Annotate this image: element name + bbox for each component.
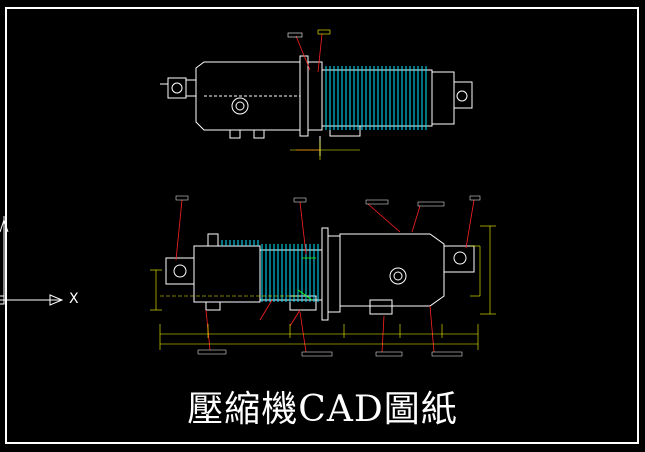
- green-marks: [297, 257, 316, 301]
- top-view: [160, 55, 473, 156]
- bottom-view: [165, 227, 475, 321]
- motor-fins-bottom: [261, 244, 319, 302]
- motor-fins-top: [325, 66, 427, 130]
- bottom-view-tags: [175, 195, 481, 357]
- x-axis-label: X: [69, 291, 79, 307]
- page-caption: 壓縮機CAD圖紙: [187, 389, 458, 430]
- bottom-view-leaders: [175, 199, 475, 353]
- ucs-axis-icon: [0, 216, 64, 306]
- bottom-view-dims: [150, 225, 496, 350]
- housing-fins-bottom: [221, 240, 259, 246]
- top-tag-a: [287, 32, 303, 38]
- top-view-dims: [290, 140, 360, 160]
- top-tag-b: [317, 29, 331, 35]
